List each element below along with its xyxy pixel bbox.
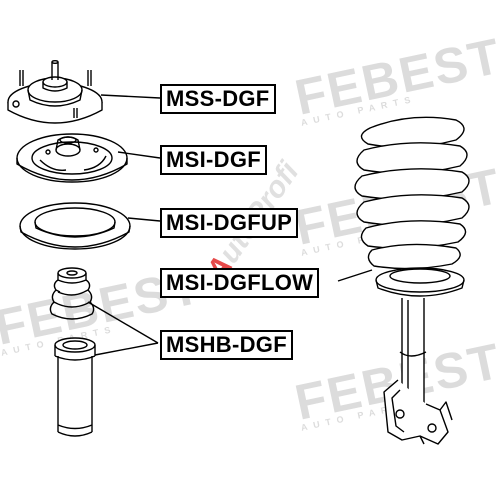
label-strut-mount: MSS-DGF: [160, 84, 276, 114]
strut-mount-part: [7, 60, 103, 124]
spring-insulator-part: [16, 133, 128, 183]
label-bumper-boot: MSHB-DGF: [160, 330, 293, 360]
label-spring-insulator: MSI-DGF: [160, 145, 267, 175]
upper-insulator-ring-part: [19, 202, 131, 250]
label-lower-insulator: MSI-DGFLOW: [160, 268, 320, 298]
strut-assembly-part: [354, 116, 470, 445]
label-upper-insulator: MSI-DGFUP: [160, 208, 299, 238]
leader-lines: [87, 94, 373, 356]
dust-boot-part: [54, 337, 96, 437]
bump-stop-part: [49, 267, 95, 320]
